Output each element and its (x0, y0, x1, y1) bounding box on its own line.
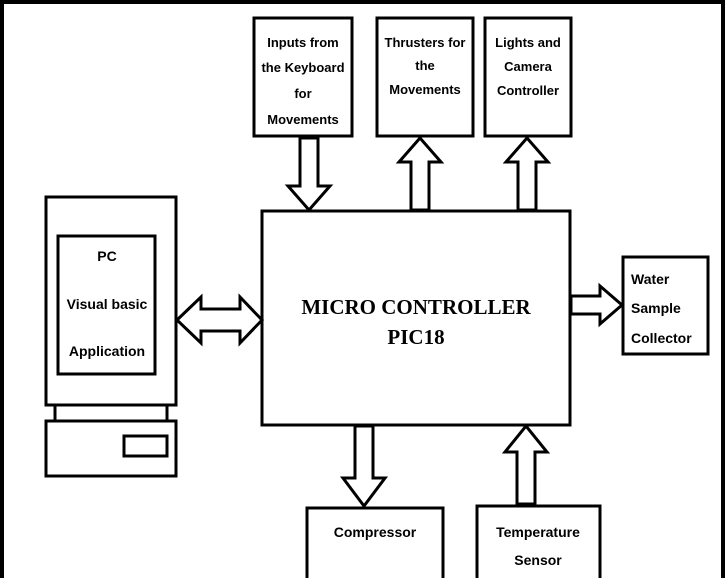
temperature-sensor-label-2: Sensor (514, 552, 562, 568)
pc-screen-label-3: Application (69, 343, 145, 359)
water-sample-label-1: Water (631, 271, 670, 287)
thrusters-label-1: Thrusters for (385, 35, 466, 50)
thrusters-label-2: the (415, 58, 435, 73)
pc-mcu-bidirectional-arrow (174, 293, 265, 347)
micro-controller-label: MICRO CONTROLLER (301, 295, 531, 319)
lights-camera-label-2: Camera (504, 59, 552, 74)
keyboard-input-label-3: for (294, 86, 311, 101)
water-sample-label-3: Collector (631, 330, 692, 346)
lights-camera-label-1: Lights and (495, 35, 561, 50)
mcu-to-thrusters-arrow (395, 135, 445, 212)
compressor-label: Compressor (334, 524, 417, 540)
keyboard-input-label-4: Movements (267, 112, 339, 127)
lights-camera-box (483, 16, 573, 138)
thrusters-box (375, 16, 475, 138)
water-sample-label-2: Sample (631, 300, 681, 316)
thrusters-label-3: Movements (389, 82, 461, 97)
pc-drive-slot (122, 434, 169, 458)
temperature-to-mcu-arrow (501, 423, 551, 506)
temperature-sensor-label-1: Temperature (496, 524, 580, 540)
compressor-box (305, 506, 445, 578)
micro-controller-box (260, 209, 572, 427)
micro-controller-model: PIC18 (387, 325, 444, 349)
pc-screen-label-2: Visual basic (67, 296, 148, 312)
water-sample-box (621, 255, 710, 356)
keyboard-to-mcu-arrow (284, 136, 334, 213)
keyboard-input-label-2: the Keyboard (261, 60, 344, 75)
pc-screen (56, 234, 157, 376)
keyboard-input-label-1: Inputs from (267, 35, 339, 50)
mcu-to-compressor-arrow (340, 424, 388, 509)
pc-screen-label-1: PC (97, 248, 116, 264)
temperature-sensor-box (475, 504, 602, 578)
pc-base-neck (53, 403, 169, 423)
mcu-to-water-arrow (569, 282, 625, 328)
keyboard-input-box (252, 16, 354, 138)
mcu-to-lights-arrow (502, 135, 552, 212)
lights-camera-label-3: Controller (497, 83, 559, 98)
